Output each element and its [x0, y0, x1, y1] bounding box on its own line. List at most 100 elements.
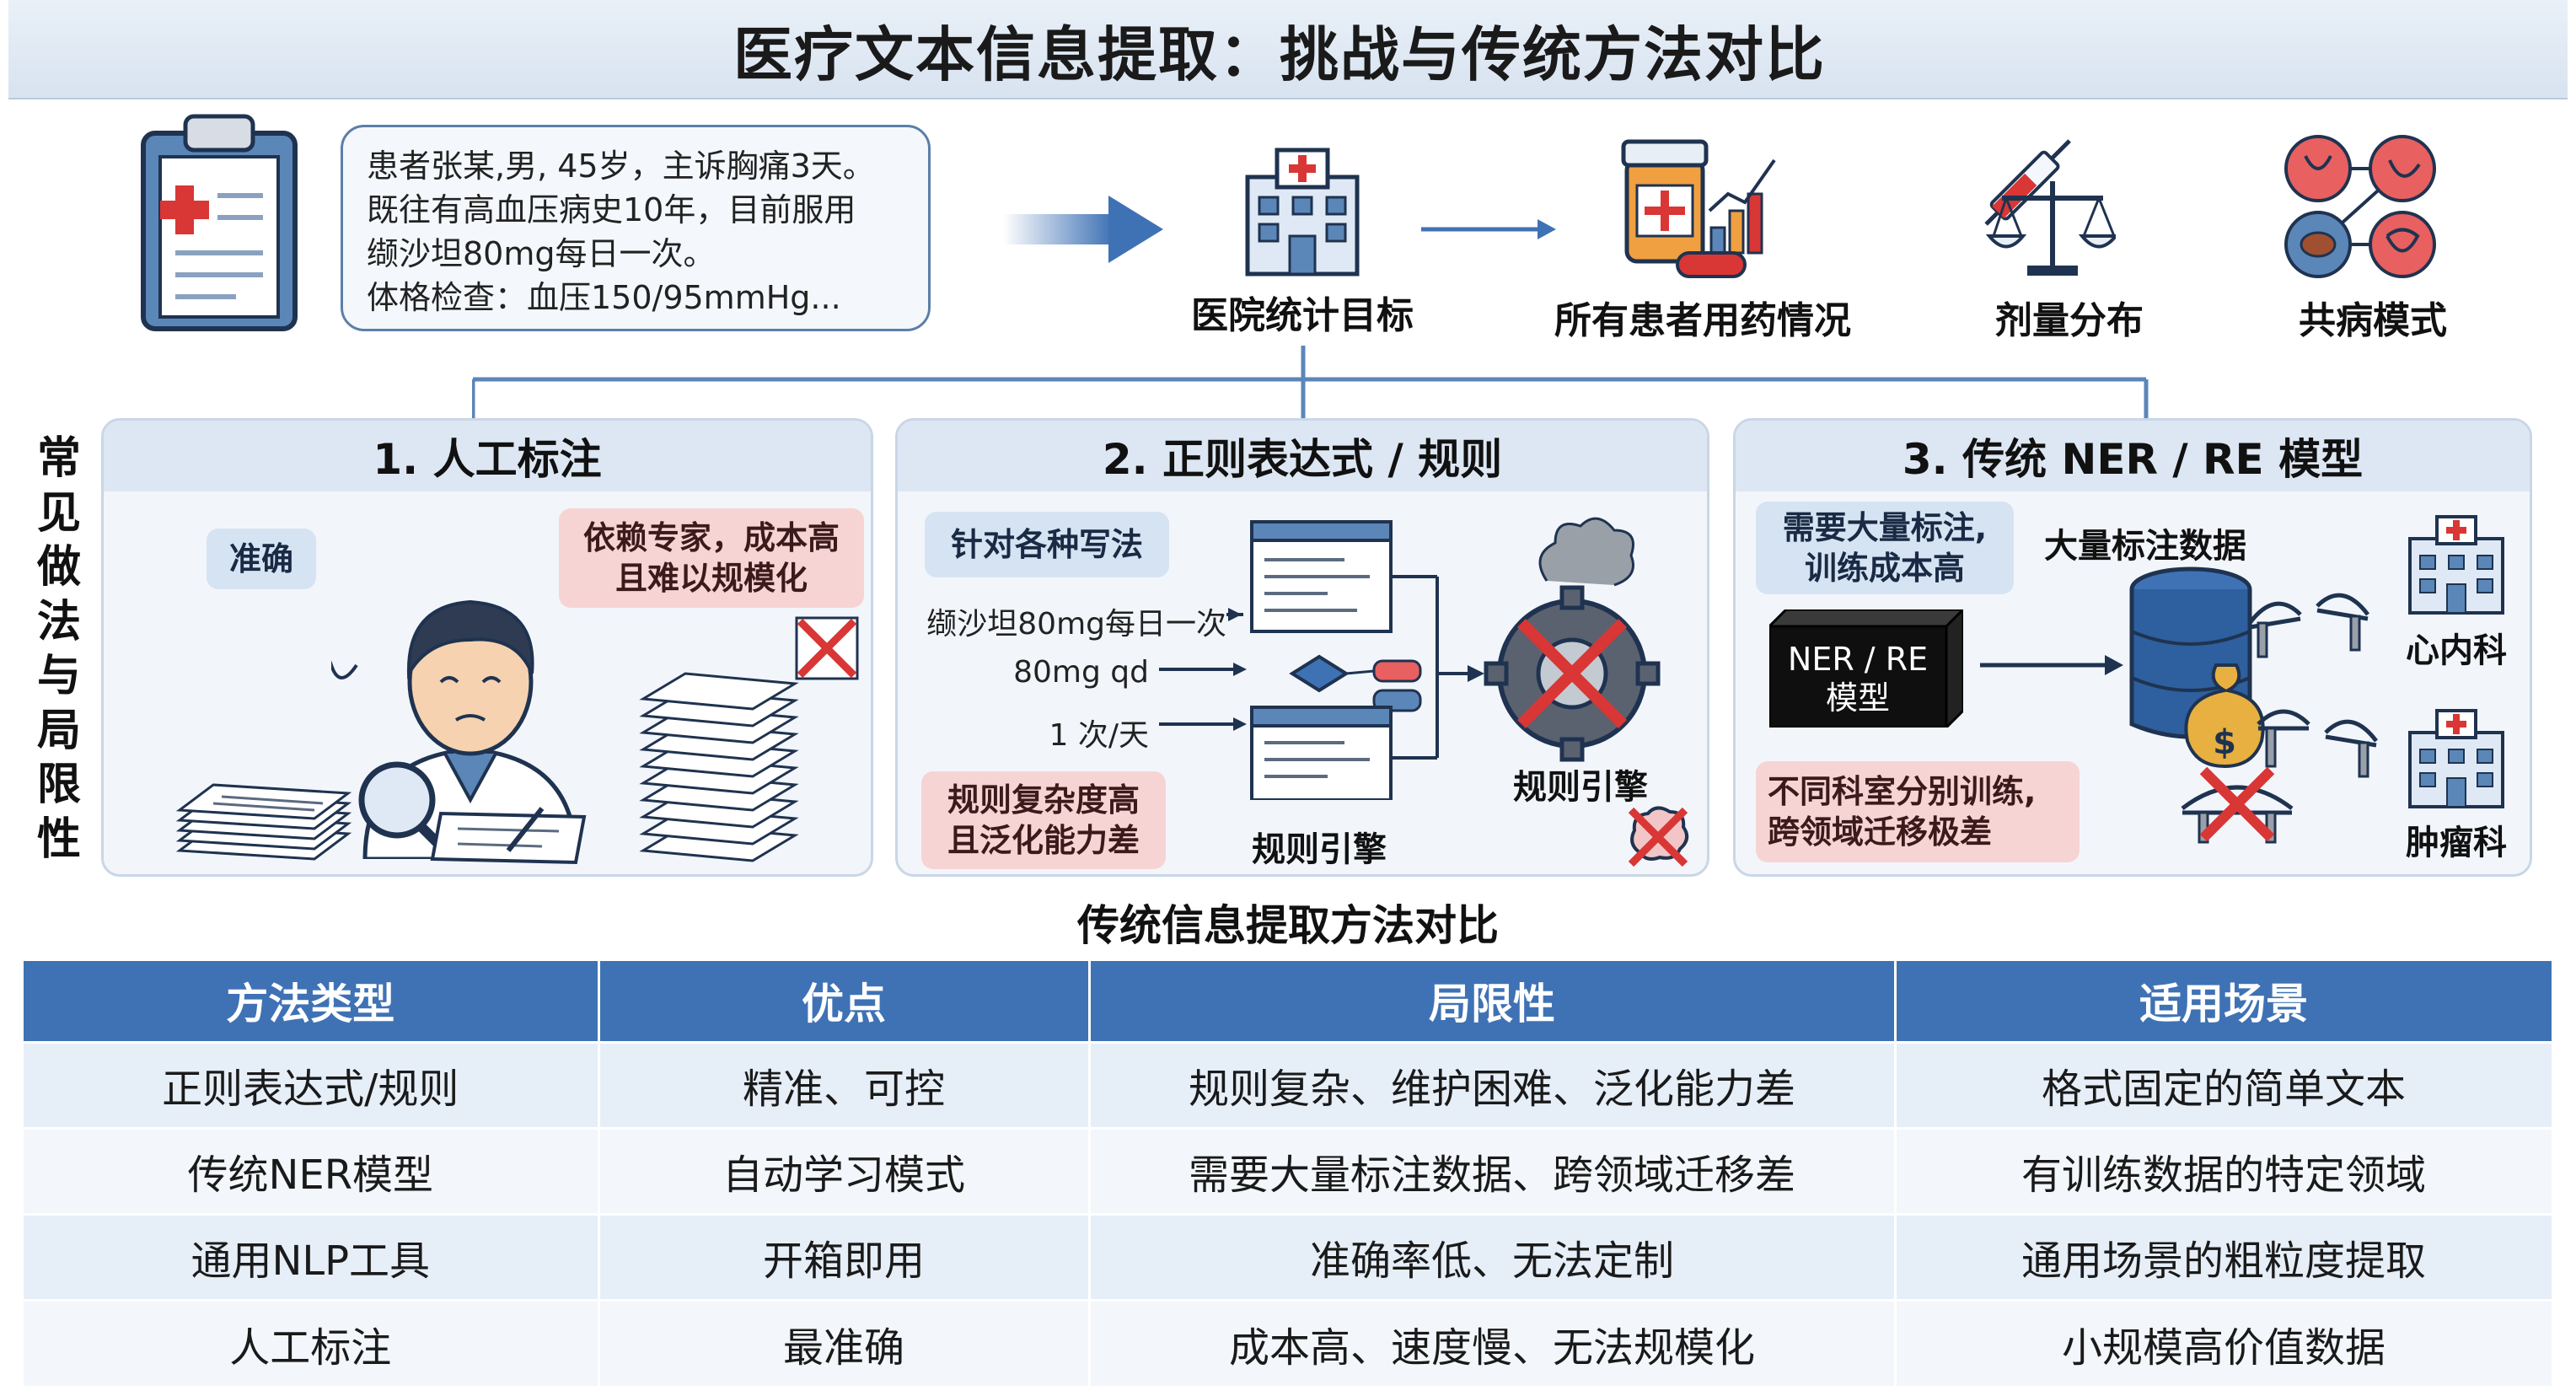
broken-bridge-icon: [2250, 682, 2385, 783]
goal-dose-label: 剂量分布: [1995, 299, 2144, 342]
side-label-char: 限: [36, 760, 81, 811]
form-example: 缬沙坦80mg每日一次: [926, 607, 1226, 642]
goal-hospital-label: 医院统计目标: [1191, 294, 1414, 337]
panel-regex-rules: 2. 正则表达式 / 规则 针对各种写法 缬沙坦80mg每日一次 80mg qd…: [895, 418, 1709, 877]
side-label-char: 做: [36, 542, 81, 593]
paper-stack-left-icon: [171, 749, 357, 867]
need-tag: 需要大量标注, 训练成本高: [1756, 502, 2014, 594]
con-tag: 不同科室分别训练, 跨领域迁移极差: [1756, 761, 2080, 862]
forms-tag: 针对各种写法: [925, 512, 1169, 577]
side-label-char: 法: [36, 596, 81, 647]
cross-mark-icon: [793, 615, 861, 682]
table-row: 传统NER模型 自动学习模式 需要大量标注数据、跨领域迁移差 有训练数据的特定领…: [24, 1126, 2554, 1214]
side-label-char: 性: [36, 813, 81, 865]
hospital-icon: [2402, 707, 2511, 808]
table-row: 人工标注 最准确 成本高、速度慢、无法规模化 小规模高价值数据: [24, 1298, 2554, 1386]
table-cell: 自动学习模式: [598, 1126, 1091, 1214]
table-cell: 人工标注: [24, 1298, 600, 1386]
hospital-icon: [1231, 143, 1374, 278]
dept-label: 肿瘤科: [2406, 824, 2507, 862]
con-tag-line: 依赖专家，成本高: [582, 519, 840, 556]
side-label-char: 见: [36, 487, 81, 539]
hospital-icon: [2402, 513, 2511, 615]
column-header: 局限性: [1089, 961, 1897, 1042]
table-cell: 开箱即用: [598, 1212, 1091, 1300]
data-label: 大量标注数据: [2044, 527, 2246, 566]
side-label-char: 常: [36, 433, 81, 484]
database-arrow-icon: $: [1972, 564, 2309, 775]
bridge-cross-icon: [2174, 758, 2300, 851]
rule-engine-label: 规则引擎: [1513, 768, 1648, 807]
table-cell: 传统NER模型: [24, 1126, 600, 1214]
form-example: 80mg qd: [1013, 655, 1149, 690]
side-label-char: 与: [36, 651, 81, 702]
column-header: 优点: [598, 961, 1091, 1042]
svg-text:$: $: [2213, 723, 2236, 762]
panel-title: 1. 人工标注: [104, 421, 871, 491]
table-cell: 通用场景的粗粒度提取: [1895, 1212, 2554, 1300]
table-row: 正则表达式/规则 精准、可控 规则复杂、维护困难、泛化能力差 格式固定的简单文本: [24, 1040, 2554, 1128]
table-cell: 最准确: [598, 1298, 1091, 1386]
doctor-magnifier-icon: [304, 547, 609, 862]
dept-label: 心内科: [2406, 631, 2507, 670]
table-cell: 通用NLP工具: [24, 1212, 600, 1300]
form-example: 1 次/天: [1049, 718, 1149, 753]
column-header: 适用场景: [1895, 961, 2554, 1042]
title-bar: [8, 0, 2568, 99]
table-header-row: 方法类型 优点 局限性 适用场景: [24, 961, 2554, 1042]
table-cell: 小规模高价值数据: [1895, 1298, 2554, 1386]
table-row: 通用NLP工具 开箱即用 准确率低、无法定制 通用场景的粗粒度提取: [24, 1212, 2554, 1300]
model-label-line: 模型: [1825, 679, 1890, 717]
goal-medication-label: 所有患者用药情况: [1554, 299, 1851, 342]
rule-engine-label: 规则引擎: [1252, 830, 1387, 869]
medication-chart-icon: [1618, 135, 1787, 282]
table-cell: 准确率低、无法定制: [1089, 1212, 1897, 1300]
rule-flow-diagram: [1151, 513, 1707, 802]
need-tag-line: 需要大量标注,: [1782, 509, 1988, 546]
clipboard-icon: [135, 108, 303, 336]
table-cell: 精准、可控: [598, 1040, 1091, 1128]
document-pen-icon: [416, 800, 593, 867]
table-cell: 有训练数据的特定领域: [1895, 1126, 2554, 1214]
pro-tag: 准确: [207, 529, 316, 589]
paper-stack-right-icon: [635, 648, 803, 867]
page-title: 医疗文本信息提取：挑战与传统方法对比: [733, 19, 1826, 89]
small-arrow-icon: [1421, 212, 1556, 246]
table-caption: 传统信息提取方法对比: [1077, 901, 1499, 950]
case-note-bubble: 患者张某,男, 45岁，主诉胸痛3天。 既往有高血压病史10年，目前服用 缬沙坦…: [341, 125, 931, 331]
case-note-line: 患者张某,男, 45岁，主诉胸痛3天。: [367, 148, 875, 185]
table-cell: 格式固定的简单文本: [1895, 1040, 2554, 1128]
brain-cross-icon: [1623, 802, 1693, 872]
side-label-char: 局: [36, 705, 81, 756]
con-tag-line: 规则复杂度高: [947, 781, 1140, 819]
table-cell: 需要大量标注数据、跨领域迁移差: [1089, 1126, 1897, 1214]
broken-bridge-icon: [2241, 564, 2376, 665]
table-cell: 规则复杂、维护困难、泛化能力差: [1089, 1040, 1897, 1128]
case-note-line: 既往有高血压病史10年，目前服用: [367, 191, 856, 228]
model-label: NER / RE 模型: [1769, 640, 1946, 717]
panel-manual-annotation: 1. 人工标注 准确 依赖专家，成本高 且难以规模化: [101, 418, 873, 877]
side-label: 常 见 做 法 与 局 限 性: [34, 434, 84, 864]
table-cell: 正则表达式/规则: [24, 1040, 600, 1128]
model-label-line: NER / RE: [1787, 641, 1929, 678]
con-tag: 规则复杂度高 且泛化能力差: [921, 771, 1166, 869]
panel-traditional-ner: 3. 传统 NER / RE 模型 需要大量标注, 训练成本高 大量标注数据 N…: [1733, 418, 2532, 877]
con-tag-line: 不同科室分别训练,: [1768, 773, 2037, 810]
panel-title: 2. 正则表达式 / 规则: [898, 421, 1707, 491]
con-tag-line: 且泛化能力差: [947, 822, 1140, 859]
column-header: 方法类型: [24, 961, 600, 1042]
con-tag: 依赖专家，成本高 且难以规模化: [559, 508, 864, 608]
flow-arrow-icon: [1003, 196, 1163, 263]
panel-title: 3. 传统 NER / RE 模型: [1736, 421, 2530, 491]
con-tag-line: 且难以规模化: [614, 560, 808, 597]
connector-lines: [470, 346, 2158, 421]
organs-network-icon: [2276, 131, 2445, 282]
scale-syringe-icon: [1956, 131, 2120, 282]
con-tag-line: 跨领域迁移极差: [1768, 813, 1993, 851]
goal-comorbidity-label: 共病模式: [2299, 299, 2447, 342]
case-note-line: 缬沙坦80mg每日一次。: [367, 235, 716, 272]
comparison-table: 方法类型 优点 局限性 适用场景 正则表达式/规则 精准、可控 规则复杂、维护困…: [24, 961, 2554, 1386]
case-note-line: 体格检查：血压150/95mmHg...: [367, 279, 841, 316]
need-tag-line: 训练成本高: [1804, 550, 1965, 587]
table-cell: 成本高、速度慢、无法规模化: [1089, 1298, 1897, 1386]
